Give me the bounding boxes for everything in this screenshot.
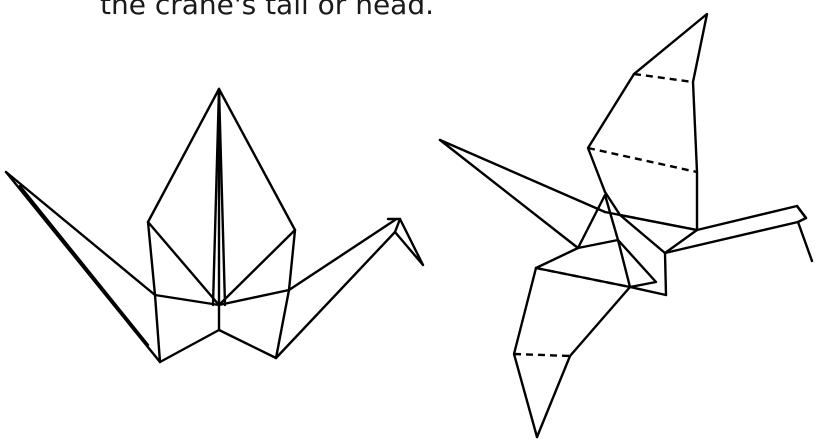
fold-line-upper-2 <box>588 148 697 172</box>
crane-left-tail-bottom <box>440 140 578 248</box>
crane-lower-wing-left <box>514 268 537 437</box>
crane-body-diagonal <box>536 248 578 268</box>
crane-neck-top <box>697 206 806 230</box>
crane-upper-wing-tip <box>634 14 707 172</box>
crane-upper-wing-base <box>605 192 697 230</box>
crane-left-tail-top <box>440 140 605 212</box>
crane-head-beak <box>797 206 812 261</box>
crane-lower-wing-right <box>537 287 630 437</box>
fold-line-lower-2 <box>514 354 570 356</box>
crane-flying-outline <box>440 14 812 437</box>
fold-line-upper-1 <box>634 74 693 82</box>
crane-upper-wing-left-edge <box>588 74 634 192</box>
crane-body-core <box>618 240 656 287</box>
